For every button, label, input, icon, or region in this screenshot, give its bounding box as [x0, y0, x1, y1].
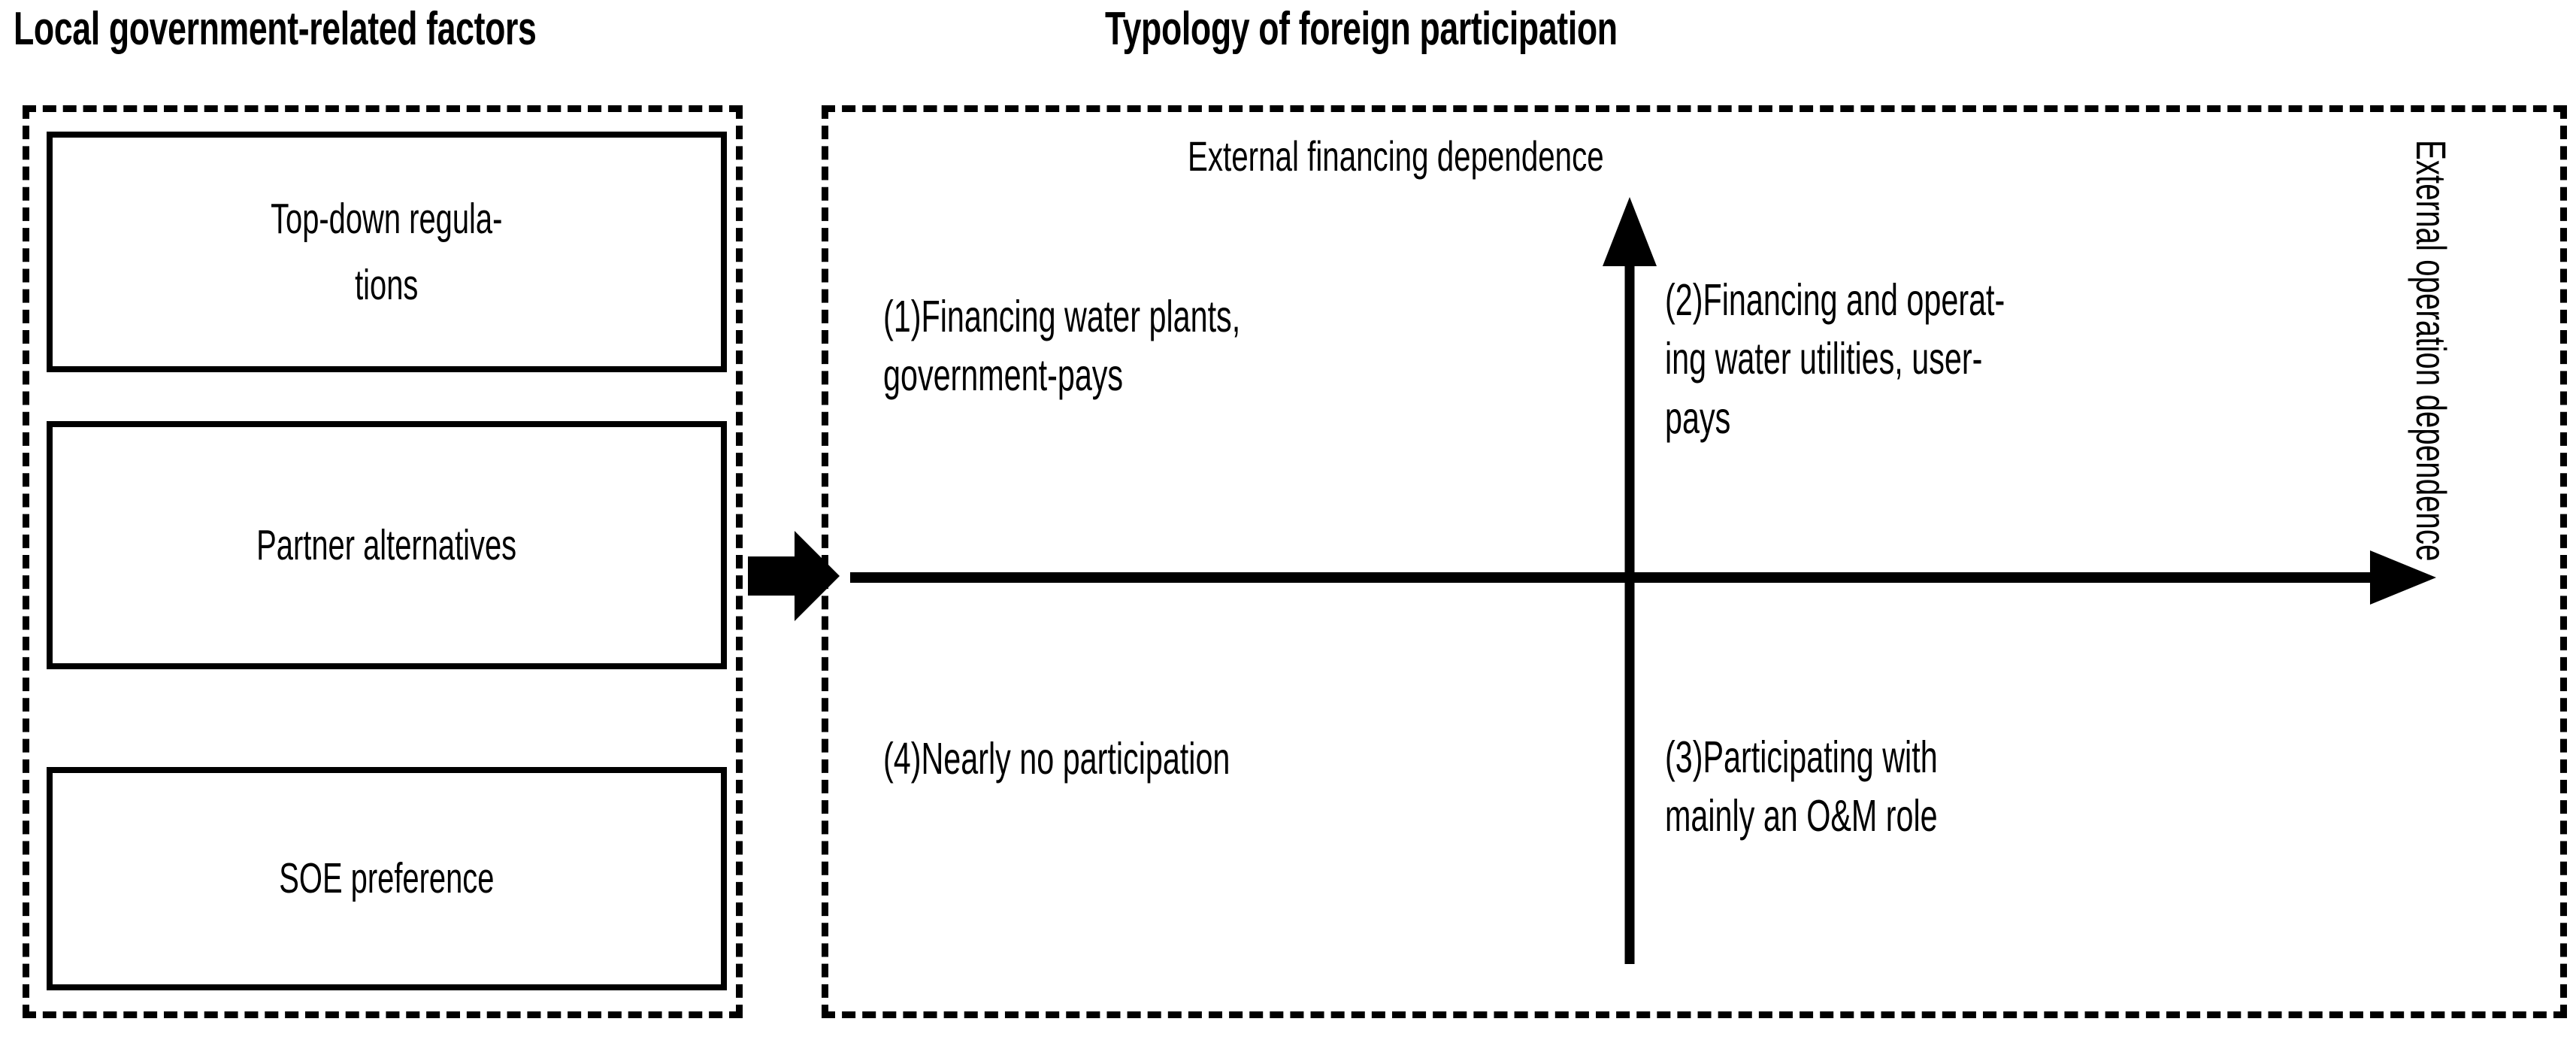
- left-factors-panel: [23, 105, 743, 1018]
- factor-box-soe-preference[interactable]: SOE preference: [47, 767, 727, 990]
- quadrant-4-label: (4)Nearly no participation: [883, 734, 1230, 784]
- factor-box-label: SOE preference: [279, 854, 495, 903]
- vertical-axis-label: External financing dependence: [1188, 132, 1604, 180]
- right-typology-panel: [822, 105, 2567, 1018]
- factor-box-label: Top-down regula- tions: [271, 194, 503, 309]
- horizontal-axis-arrow: [850, 550, 2436, 605]
- page-title-left: Local government-related factors: [14, 3, 537, 55]
- page-title-right: Typology of foreign participation: [1105, 3, 1618, 55]
- quadrant-1-label: (1)Financing water plants, government-pa…: [883, 292, 1241, 401]
- vertical-axis-arrow: [1603, 197, 1657, 964]
- right-arrow-icon: [748, 531, 840, 621]
- factor-box-top-down-regulations[interactable]: Top-down regula- tions: [47, 132, 727, 372]
- factor-box-label: Partner alternatives: [256, 520, 517, 569]
- quadrant-2-label: (2)Financing and operat- ing water utili…: [1665, 275, 2005, 443]
- factor-box-partner-alternatives[interactable]: Partner alternatives: [47, 421, 727, 669]
- quadrant-3-label: (3)Participating with mainly an O&M role: [1665, 732, 1938, 841]
